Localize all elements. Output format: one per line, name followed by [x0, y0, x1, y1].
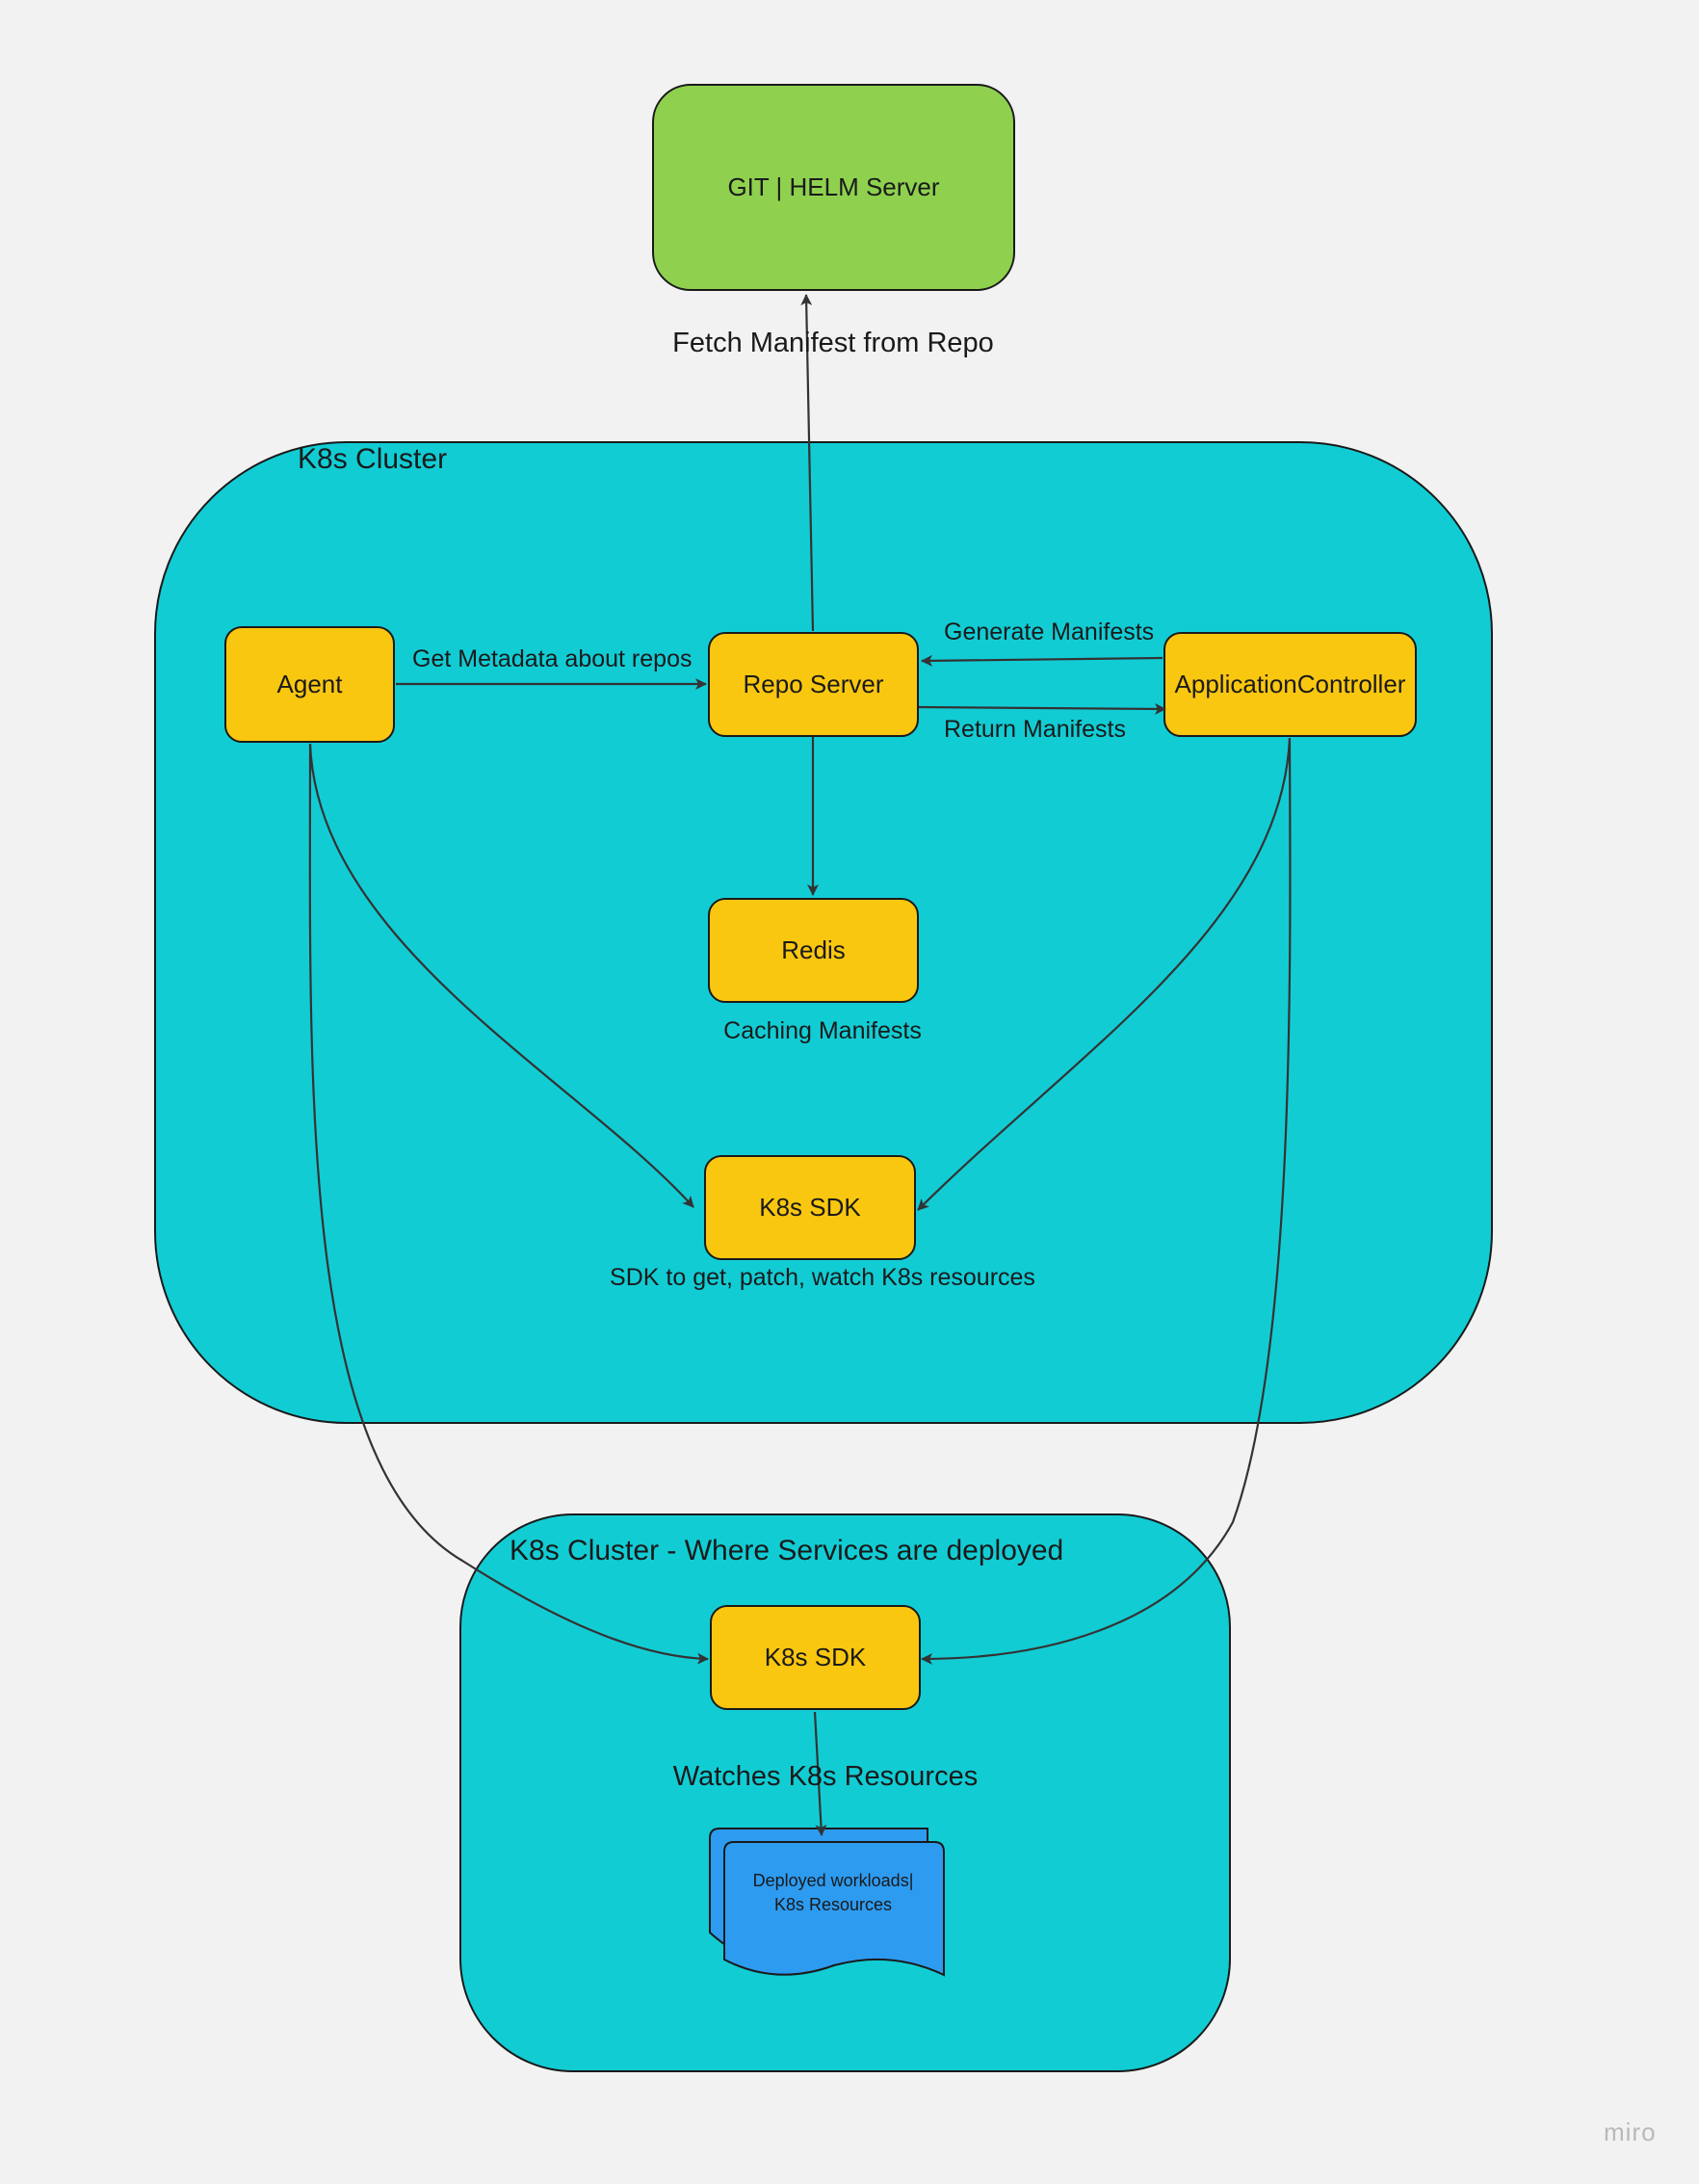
git-helm-server-label: GIT | HELM Server [727, 172, 940, 201]
arrow-controller-to-sdk-main [917, 737, 1292, 1211]
arrow-repo-to-git [800, 294, 815, 632]
application-controller-node[interactable]: ApplicationController [1163, 632, 1417, 737]
arrow-controller-to-sdk-deploy [921, 737, 1292, 1665]
application-controller-label: ApplicationController [1174, 670, 1406, 698]
deploy-cluster-title: K8s Cluster - Where Services are deploye… [510, 1535, 1064, 1566]
k8s-sdk-main-label: K8s SDK [759, 1193, 861, 1222]
sdk-description-label: SDK to get, patch, watch K8s resources [610, 1264, 1035, 1291]
k8s-sdk-main-node[interactable]: K8s SDK [704, 1155, 916, 1260]
k8s-sdk-deploy-label: K8s SDK [764, 1643, 867, 1671]
return-manifests-label: Return Manifests [944, 716, 1126, 743]
arrow-sdk-to-workloads [813, 1711, 827, 1836]
repo-server-node[interactable]: Repo Server [708, 632, 919, 737]
redis-label: Redis [781, 935, 846, 964]
deployed-workloads-label: Deployed workloads| K8s Resources [724, 1869, 942, 1917]
caching-manifests-label: Caching Manifests [723, 1017, 922, 1044]
deployed-workloads-document[interactable] [709, 1828, 945, 1977]
get-metadata-label: Get Metadata about repos [412, 645, 693, 672]
miro-watermark: miro [1604, 2118, 1657, 2146]
k8s-cluster-title: K8s Cluster [298, 443, 448, 475]
agent-node[interactable]: Agent [224, 626, 395, 743]
workloads-line-2: K8s Resources [773, 1895, 893, 1914]
arrow-agent-to-sdk-deploy [308, 743, 709, 1665]
arrow-repo-to-controller [918, 702, 1166, 715]
agent-label: Agent [276, 670, 343, 698]
connector-group [308, 294, 1292, 1836]
generate-manifests-label: Generate Manifests [944, 618, 1155, 645]
redis-node[interactable]: Redis [708, 898, 919, 1003]
git-helm-server-node[interactable]: GIT | HELM Server [652, 84, 1015, 291]
arrow-controller-to-repo [921, 654, 1163, 667]
k8s-sdk-deploy-node[interactable]: K8s SDK [710, 1605, 921, 1710]
watches-resources-label: Watches K8s Resources [672, 1761, 979, 1792]
repo-server-label: Repo Server [743, 670, 884, 698]
arrow-agent-to-sdk-main [308, 743, 694, 1208]
fetch-manifest-label: Fetch Manifest from Repo [672, 328, 994, 358]
workloads-line-1: Deployed workloads| [752, 1871, 914, 1890]
